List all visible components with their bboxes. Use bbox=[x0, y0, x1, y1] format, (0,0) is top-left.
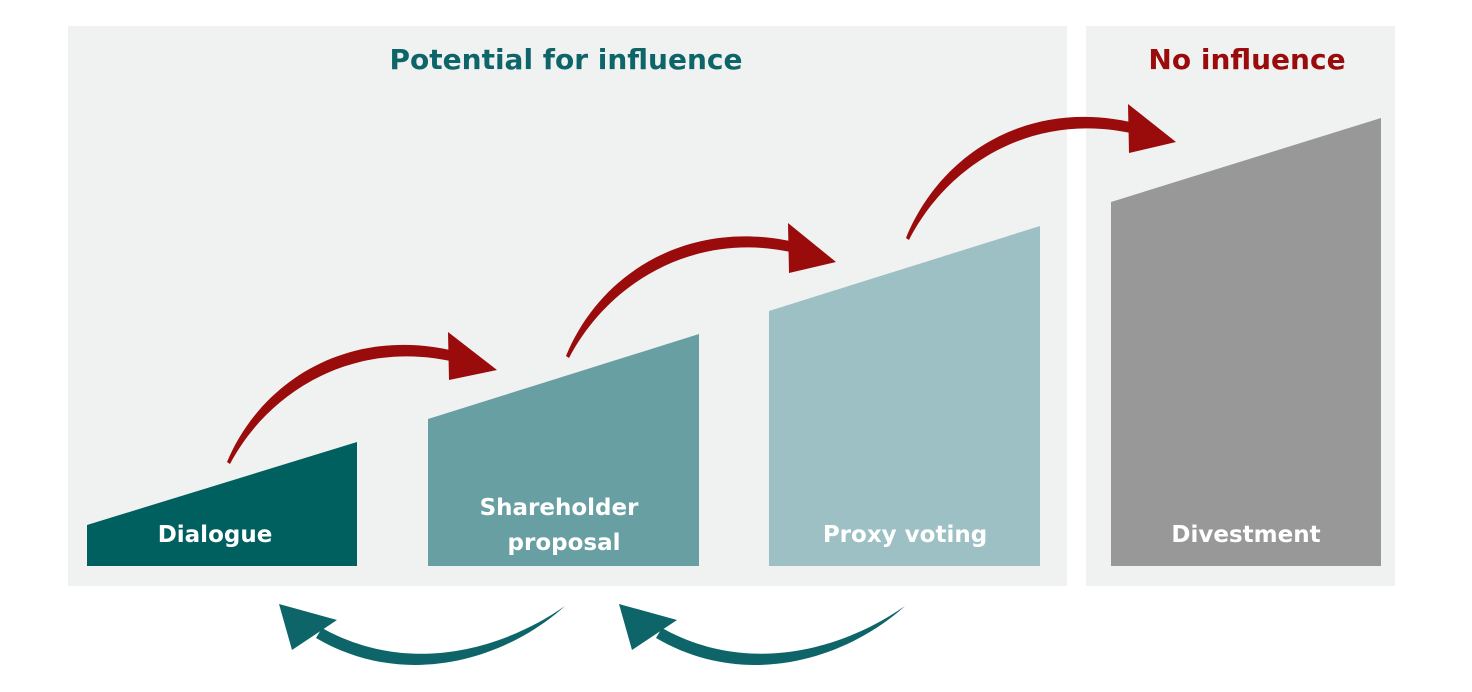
divestment-step bbox=[1111, 118, 1381, 566]
escalation-arrow-2-head bbox=[788, 223, 836, 273]
dialogue-label: Dialogue bbox=[158, 522, 273, 548]
escalation-arrow-3-head bbox=[1128, 104, 1176, 153]
dialogue-step bbox=[87, 442, 357, 566]
escalation-arrow-3 bbox=[906, 104, 1176, 240]
escalation-arrow-3-shaft bbox=[906, 116, 1146, 240]
divestment-label: Divestment bbox=[1171, 522, 1320, 548]
deescalation-arrow-2-head bbox=[619, 604, 677, 650]
potential-for-influence-heading: Potential for influence bbox=[390, 43, 743, 76]
proxy-voting-label: Proxy voting bbox=[823, 522, 987, 548]
escalation-arrow-1-head bbox=[448, 332, 497, 380]
shareholder-proposal-label-line1: Shareholder bbox=[480, 495, 640, 521]
no-influence-heading: No influence bbox=[1148, 43, 1345, 76]
proxy-voting-step bbox=[769, 226, 1040, 566]
shareholder-proposal-step bbox=[428, 334, 699, 566]
deescalation-arrow-2 bbox=[619, 604, 905, 665]
escalation-arrow-1-shaft bbox=[227, 344, 466, 464]
escalation-arrow-2-shaft bbox=[566, 236, 806, 358]
deescalation-arrow-1-shaft bbox=[316, 606, 565, 665]
deescalation-arrow-1 bbox=[279, 604, 565, 665]
escalation-arrow-2 bbox=[566, 223, 836, 358]
shareholder-proposal-label-line2: proposal bbox=[508, 530, 621, 556]
deescalation-arrow-1-head bbox=[279, 604, 337, 650]
deescalation-arrow-2-shaft bbox=[656, 606, 905, 665]
escalation-arrow-1 bbox=[227, 332, 497, 464]
